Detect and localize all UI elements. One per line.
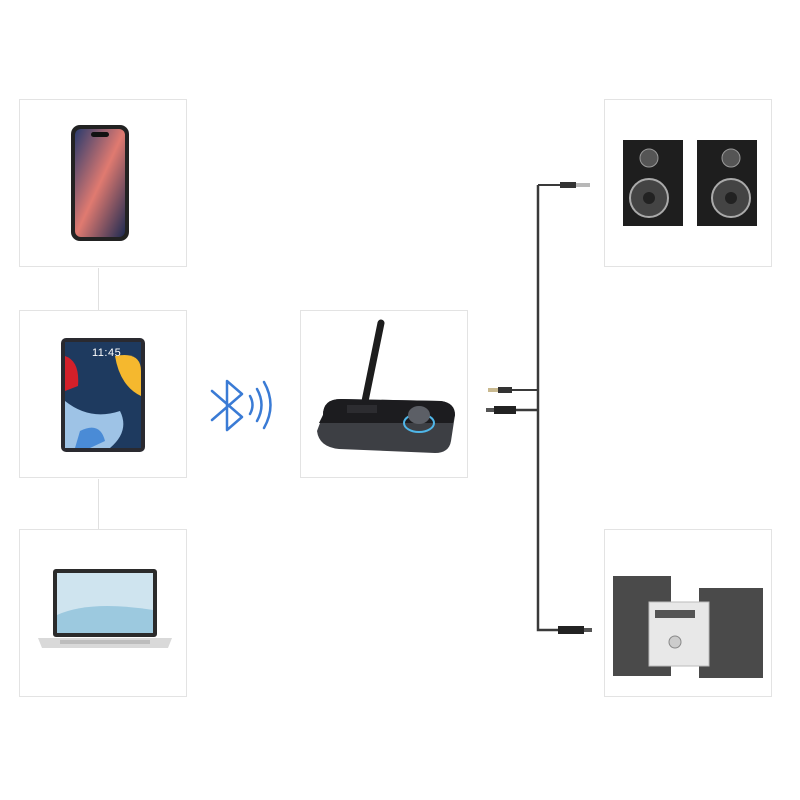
speaker-left (623, 140, 683, 226)
laptop-card (19, 529, 187, 697)
speakers-image (623, 140, 757, 226)
stereo-card (604, 529, 772, 697)
aux-plug-middle (488, 387, 512, 393)
speakers-card (604, 99, 772, 267)
tablet-image (61, 338, 145, 452)
phone-card (19, 99, 187, 267)
transmitter-card (300, 310, 468, 478)
transmitter-image (317, 319, 455, 453)
stereo-image (613, 576, 763, 678)
speaker-right (697, 140, 757, 226)
optical-plug-middle (486, 406, 516, 414)
tablet-clock: 11:45 (92, 347, 122, 359)
aux-plug-top (560, 182, 590, 188)
connector-line (98, 479, 99, 529)
tablet-card (19, 310, 187, 478)
optical-plug-bottom (558, 626, 592, 634)
connector-line (98, 268, 99, 310)
laptop-image (38, 569, 172, 648)
phone-image (71, 125, 129, 241)
